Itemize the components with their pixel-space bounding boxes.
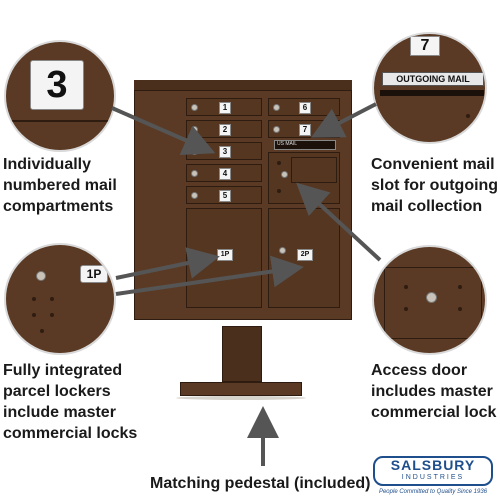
brand-tagline: People Committed to Quality Since 1936 [378,489,488,495]
zoom-circle-access-door [372,245,487,355]
door-seam [6,120,114,122]
zoom-number-label: 3 [46,64,68,106]
rivet [458,285,462,289]
parcel-locker-2p[interactable]: 2P [268,208,340,308]
parcel-number-plate: 1P [80,265,108,283]
pedestal-shadow [176,396,306,400]
lock-icon [273,104,280,111]
rivet [50,297,54,301]
master-lock [36,271,46,281]
caption-outgoing-slot: Convenient mail slot for outgoing mail c… [371,156,499,215]
outgoing-slot-label: OUTGOING MAIL [382,72,484,86]
caption-numbered-compartments: Individually numbered mail compartments [3,156,117,215]
caption-access-door: Access door includes master commercial l… [371,362,497,421]
lock-icon [191,170,198,177]
access-panel [291,157,337,183]
rivet [466,114,470,118]
arrow-to-outgoing-slot [310,102,377,138]
compartment-number: 1 [219,102,231,114]
arrow-to-compartment-3 [111,106,216,156]
rivet [458,307,462,311]
compartment-door[interactable]: 1 [186,98,262,116]
rivet [32,297,36,301]
caption-parcel-lockers: Fully integrated parcel lockers include … [3,362,138,442]
lock-icon [273,126,280,133]
outgoing-slot-opening [380,90,484,96]
lock-icon [191,192,198,199]
rivet [40,329,44,333]
master-lock [426,292,437,303]
rivet [50,313,54,317]
compartment-door[interactable]: 5 [186,186,262,204]
rivet [404,307,408,311]
outgoing-mail-slot[interactable]: US MAIL [274,140,336,150]
access-door-panel [384,267,482,339]
zoom-number-label: 7 [420,37,430,54]
arrow-to-parcel-1p [115,247,220,280]
master-lock [279,247,286,254]
master-lock [281,171,288,178]
zoom-circle-number: 3 [4,40,116,152]
compartment-door[interactable]: 4 [186,164,262,182]
brand-sub: INDUSTRIES [401,474,465,481]
compartment-number: 4 [219,168,231,180]
compartment-number: 2 [219,124,231,136]
rivet [277,189,281,193]
zoom-circle-outgoing: 7 OUTGOING MAIL [372,32,487,144]
compartment-number: 5 [219,190,231,202]
compartment-number-plate: 3 [30,60,84,110]
slot-label: US MAIL [277,141,298,147]
brand-logo: SALSBURY INDUSTRIES [373,456,493,486]
pedestal-post [222,326,262,382]
rivet [404,285,408,289]
compartment-number-plate: 7 [410,36,440,56]
zoom-circle-parcel: 1P [4,243,116,355]
compartment-number: 7 [299,124,311,136]
rivet [32,313,36,317]
rivet [277,161,281,165]
pedestal-base [180,382,302,396]
brand-name: SALSBURY [390,457,476,473]
compartment-number: 3 [219,146,231,158]
lock-icon [191,104,198,111]
caption-pedestal: Matching pedestal (included) [150,475,371,492]
compartment-number: 6 [299,102,311,114]
arrow-to-parcel-2p [115,255,304,296]
arrow-to-access-door [296,182,382,262]
